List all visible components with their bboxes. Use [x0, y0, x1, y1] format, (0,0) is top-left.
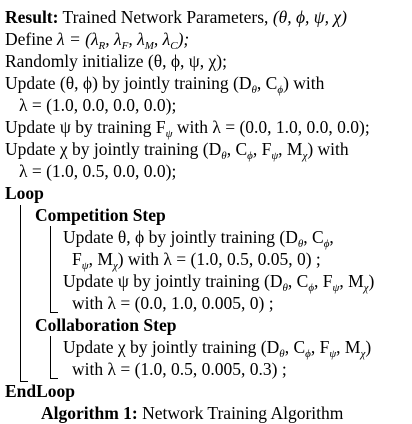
algorithm-caption: Algorithm 1: Network Training Algorithm: [41, 402, 343, 424]
coll1-line: Update χ by jointly training (Dθ, Cϕ, Fψ…: [63, 337, 372, 360]
update-psi-end: with λ = (0.0, 1.0, 0.0, 0.0);: [176, 117, 370, 137]
update-chi-text: Update χ by jointly training (D: [5, 139, 222, 159]
update-psi-line: Update ψ by training Fψ with λ = (0.0, 1…: [5, 116, 370, 140]
define-line: Define λ = (λR, λF, λM, λC);: [5, 29, 190, 52]
loop-rule: [20, 205, 22, 382]
collaboration-label: Collaboration Step: [35, 314, 176, 336]
competition-rule-foot: [50, 312, 58, 314]
competition-label: Competition Step: [35, 204, 166, 226]
loop-label-text: Loop: [5, 183, 44, 203]
sub-psi: ψ: [165, 128, 173, 140]
collaboration-rule: [50, 336, 52, 379]
collaboration-rule-foot: [50, 378, 58, 380]
comp1-text: Update θ, ϕ by jointly training (D: [63, 227, 298, 247]
update-chi-line: Update χ by jointly training (Dθ, Cϕ, Fψ…: [5, 139, 349, 162]
caption-label: Algorithm 1:: [41, 403, 138, 423]
randomly-init-line: Randomly initialize (θ, ϕ, ψ, χ);: [5, 51, 227, 71]
comp2-line2: with λ = (0.0, 1.0, 0.005, 0) ;: [72, 293, 274, 313]
collaboration-label-text: Collaboration Step: [35, 315, 177, 335]
endloop-label-text: EndLoop: [5, 381, 76, 401]
define-sub-r: R: [98, 40, 106, 52]
define-sub-f: F: [121, 40, 129, 52]
c-text: , C: [256, 73, 278, 93]
update-theta-phi-text: Update (θ, ϕ) by jointly training (D: [5, 73, 252, 93]
loop-rule-foot: [20, 381, 28, 383]
define-sub-m: M: [144, 40, 154, 52]
define-lambda: λ = (λ: [57, 29, 99, 49]
caption-text: Network Training Algorithm: [142, 403, 344, 423]
define-label: Define: [5, 29, 53, 49]
update-theta-phi-end: ) with: [283, 73, 325, 93]
comp1-line: Update θ, ϕ by jointly training (Dθ, Cϕ,: [63, 227, 334, 250]
result-params: (θ, ϕ, ψ, χ): [272, 7, 347, 27]
define-sub-c: C: [170, 40, 178, 52]
comp1-line2: Fψ, Mχ) with λ = (1.0, 0.5, 0.05, 0) ;: [72, 249, 321, 272]
endloop-label: EndLoop: [5, 380, 75, 402]
sub-theta: θ: [251, 84, 257, 96]
update-psi-text: Update ψ by training F: [5, 117, 166, 137]
result-line: Result: Trained Network Parameters, (θ, …: [5, 6, 347, 28]
coll1-text: Update χ by jointly training (D: [63, 337, 280, 357]
update-theta-phi-line: Update (θ, ϕ) by jointly training (Dθ, C…: [5, 72, 325, 96]
loop-label: Loop: [5, 182, 44, 204]
comp1-line2-end: ) with λ = (1.0, 0.5, 0.05, 0) ;: [117, 249, 321, 269]
coll1-line2: with λ = (1.0, 0.5, 0.005, 0.3) ;: [72, 359, 287, 379]
competition-rule: [50, 226, 52, 313]
sub-phi: ϕ: [277, 84, 284, 96]
competition-label-text: Competition Step: [35, 205, 166, 225]
update-chi-lambda: λ = (1.0, 0.5, 0.0, 0.0);: [19, 161, 177, 181]
comp2-line: Update ψ by jointly training (Dθ, Cϕ, Fψ…: [63, 271, 375, 294]
result-text: Trained Network Parameters,: [62, 7, 269, 27]
update-theta-phi-lambda: λ = (1.0, 0.0, 0.0, 0.0);: [19, 95, 177, 115]
comp2-text: Update ψ by jointly training (D: [63, 271, 283, 291]
result-label: Result:: [5, 7, 59, 27]
